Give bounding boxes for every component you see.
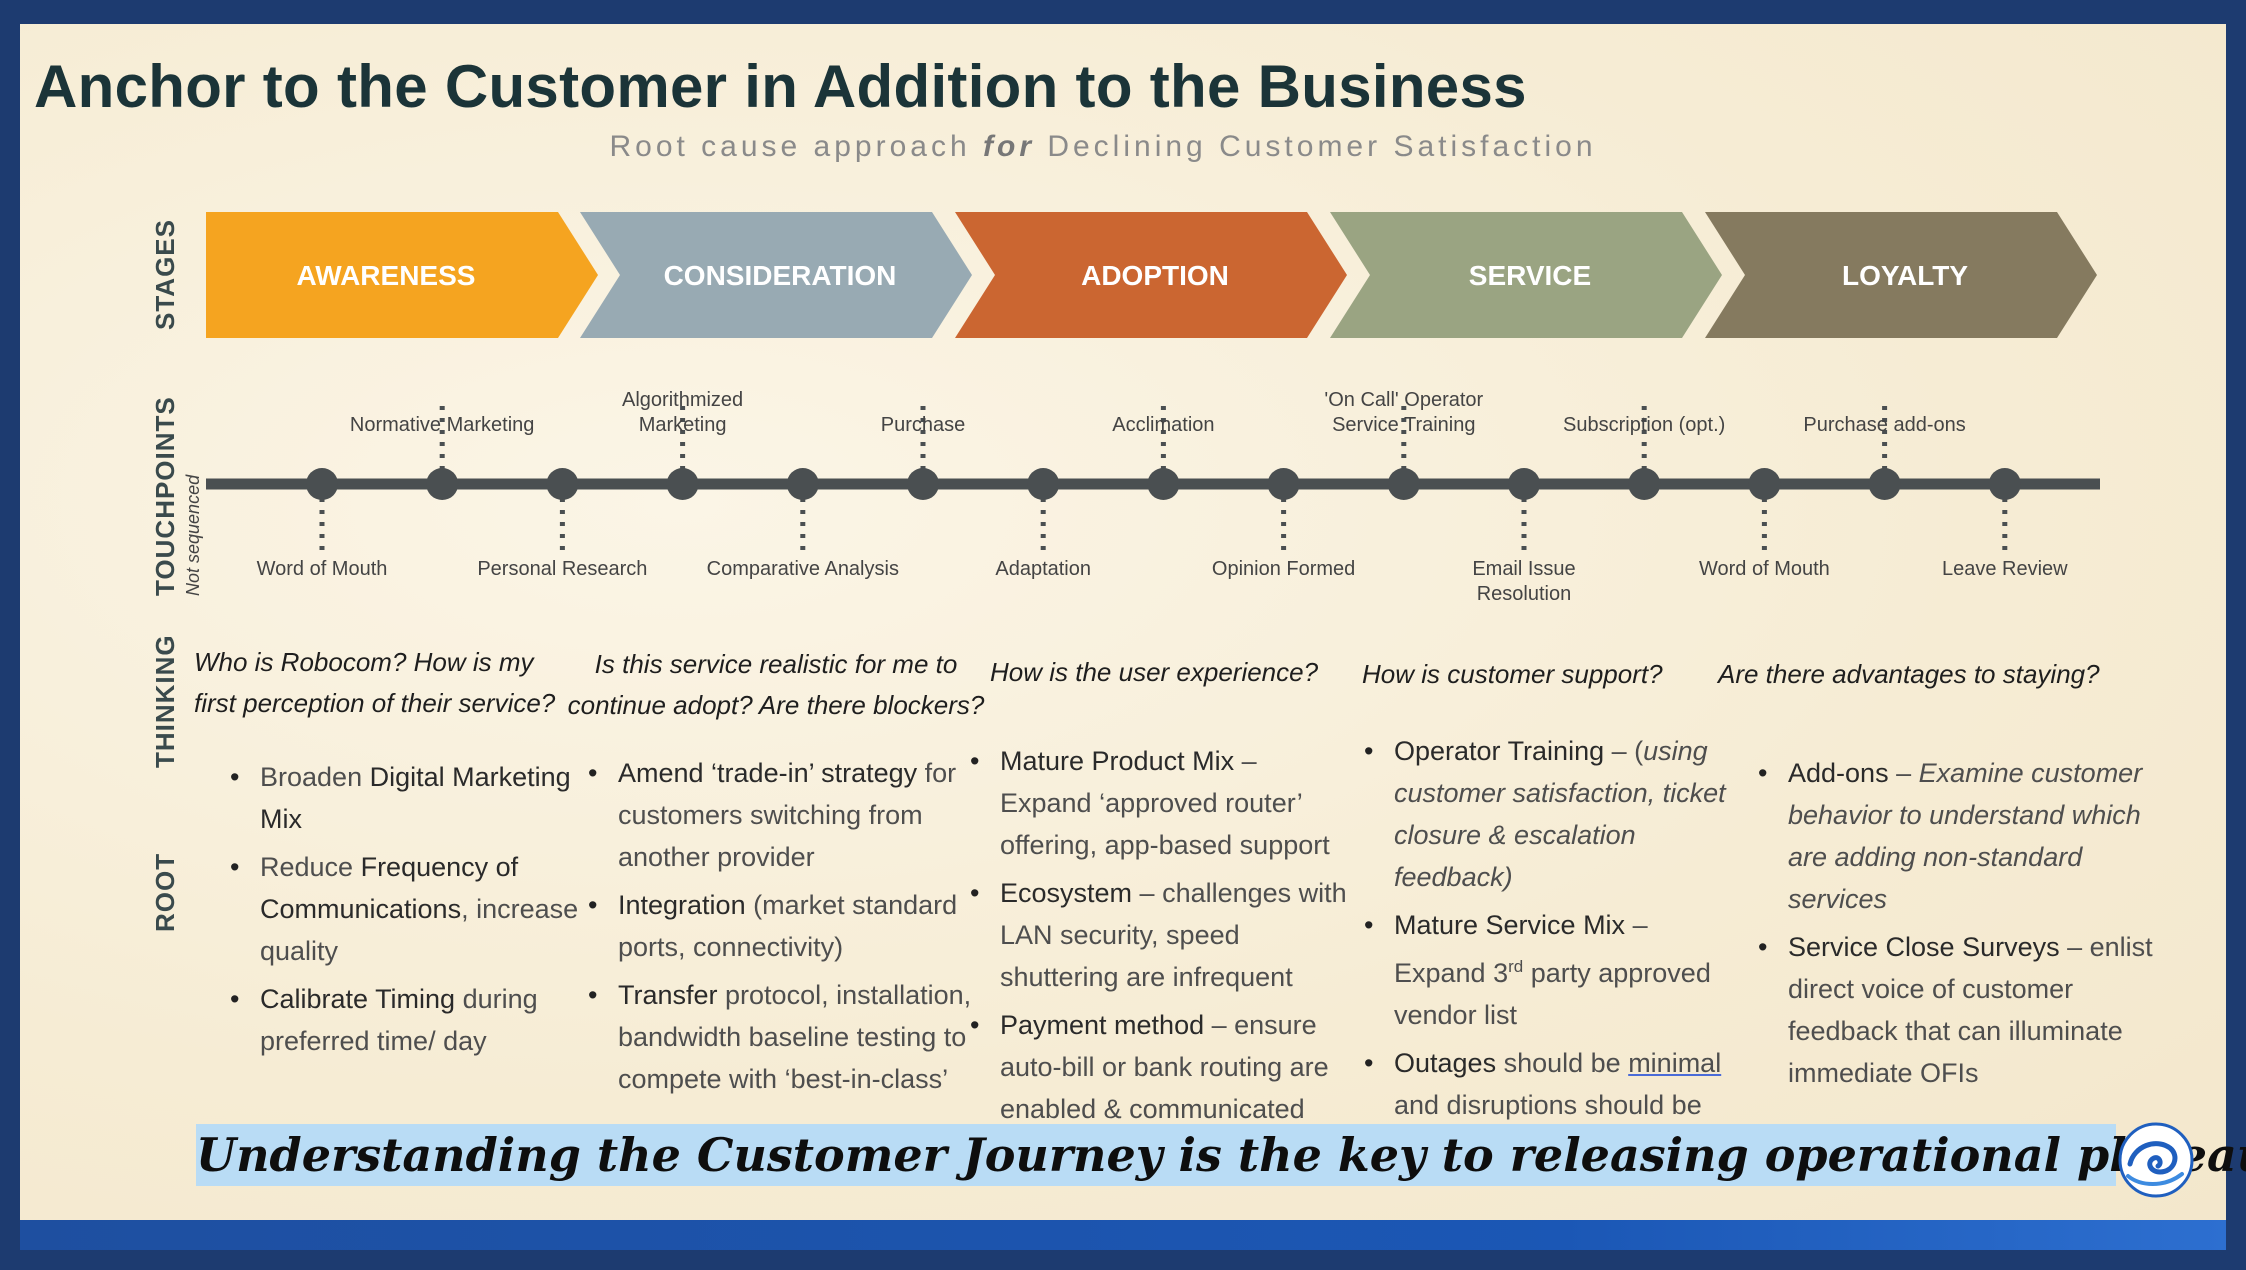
stage-label: AWARENESS [297,260,476,291]
touchpoint-node [426,468,459,500]
thinking-consideration: Is this service realistic for me to cont… [567,649,985,720]
touchpoint-node [546,468,579,500]
touchpoint-label-above: Algorithmized Marketing [622,389,744,436]
touchpoint-label-below: Opinion Formed [1211,558,1356,580]
root-loyalty-item: Add-ons – Examine customer behavior to u… [1758,752,2158,920]
root-consideration-item: Integration (market standard ports, conn… [588,884,980,968]
stage-label: LOYALTY [1842,260,1968,291]
thinking-loyalty: Are there advantages to staying? [1718,659,2100,689]
thinking-awareness: Who is Robocom? How is my first percepti… [194,647,556,718]
touchpoint-node [306,468,338,500]
stage-chevron [580,212,972,338]
root-consideration-item: Transfer protocol, installation, bandwid… [588,974,980,1100]
touchpoint-node [1027,468,1060,500]
root-service-item: Mature Service Mix – Expand 3rd party ap… [1364,904,1744,1036]
root-awareness-item: Broaden Digital Marketing Mix [230,756,580,840]
touchpoint-node [1508,468,1540,500]
root-adoption-item: Mature Product Mix – Expand ‘approved ro… [970,740,1350,866]
page-subtitle: Root cause approach for Declining Custom… [0,130,2206,164]
touchpoint-node [907,468,939,500]
touchpoint-node [1267,468,1300,500]
subtitle-post: Declining Customer Satisfaction [1035,130,1597,163]
touchpoint-label-above: 'On Call' Operator Service Training [1324,389,1484,436]
root-adoption: Mature Product Mix – Expand ‘approved ro… [970,740,1350,1124]
stage-chevrons: AWARENESS CONSIDERATION ADOPTION SERVICE LOY… [206,212,2097,338]
touchpoint-node [666,468,699,500]
touchpoint-label-below: Adaptation [995,558,1091,580]
touchpoint-node [1868,468,1901,500]
touchpoint-node [786,468,819,500]
stage-chevron [955,212,1347,338]
touchpoint-timeline [206,406,2100,556]
thinking-adoption: How is the user experience? [990,657,1319,687]
key-message-banner [196,1124,2116,1186]
touchpoint-label-above: Normative Marketing [349,414,535,436]
stage-label: SERVICE [1469,260,1591,291]
touchpoint-node [1387,468,1420,500]
stage-chevron [1705,212,2097,338]
root-adoption-item: Payment method – ensure auto-bill or ban… [970,1004,1350,1124]
touchpoint-node [1147,468,1180,500]
root-service-item: Outages should be minimal and disruption… [1364,1042,1744,1124]
root-service-item: Operator Training – (using customer sati… [1364,730,1744,898]
root-awareness-item: Calibrate Timing during preferred time/ … [230,978,580,1062]
touchpoint-node [1748,468,1781,500]
touchpoint-label-above: Subscription (opt.) [1563,414,1726,436]
touchpoint-label-above: Purchase [880,414,966,436]
touchpoint-node [1628,468,1661,500]
touchpoint-label-below: Word of Mouth [256,558,388,580]
bottom-band [20,1220,2226,1250]
touchpoint-label-above: Purchase add-ons [1803,414,1966,436]
touchpoint-label-below: Leave Review [1941,558,2068,580]
touchpoint-label-above: Acclimation [1112,414,1215,436]
subtitle-pre: Root cause approach [609,130,983,163]
root-loyalty-item: Service Close Surveys – enlist direct vo… [1758,926,2158,1094]
root-awareness-item: Reduce Frequency of Communications, incr… [230,846,580,972]
root-adoption-item: Ecosystem – challenges with LAN security… [970,872,1350,998]
root-awareness: Broaden Digital Marketing Mix Reduce Fre… [230,756,580,1068]
subtitle-em: for [983,130,1035,163]
page-title: Anchor to the Customer in Addition to th… [34,53,1527,120]
touchpoint-label-below: Comparative Analysis [706,558,899,580]
wave-swirl-logo-icon [2118,1122,2194,1198]
touchpoint-node [1988,468,2021,500]
thinking-service: How is customer support? [1362,659,1663,689]
touchpoint-label-below: Word of Mouth [1698,558,1830,580]
touchpoint-label-below: Personal Research [477,558,648,580]
root-consideration-item: Amend ‘trade-in’ strategy for customers … [588,752,980,878]
stage-chevron [206,212,598,338]
root-service: Operator Training – (using customer sati… [1364,730,1744,1124]
root-consideration: Amend ‘trade-in’ strategy for customers … [588,752,980,1106]
touchpoint-label-below: Email Issue Resolution [1472,558,1576,605]
key-message-text: Understanding the Customer Journey is th… [196,1128,2246,1182]
stage-chevron [1330,212,1722,338]
stage-label: ADOPTION [1081,260,1229,291]
root-loyalty: Add-ons – Examine customer behavior to u… [1758,752,2158,1100]
stage-label: CONSIDERATION [664,260,897,291]
